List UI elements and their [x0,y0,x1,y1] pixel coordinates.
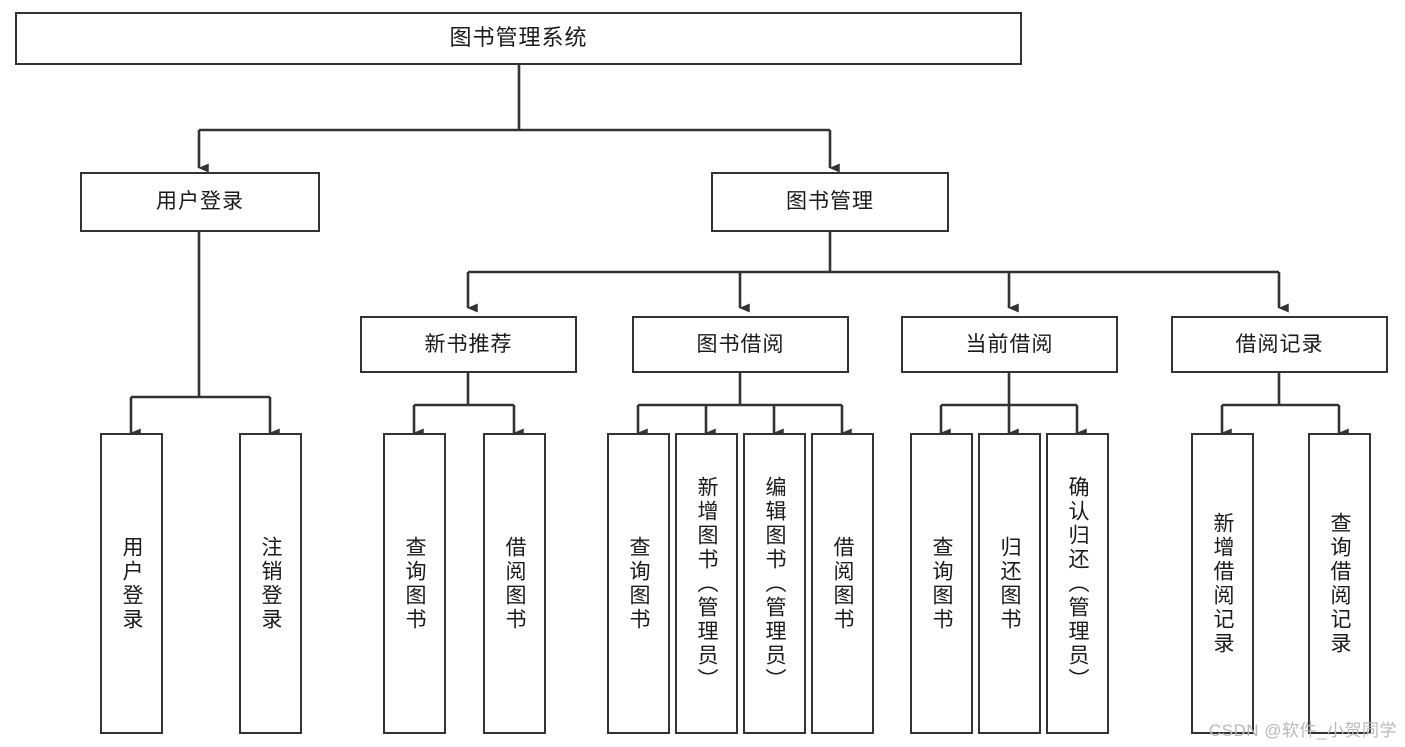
leaf-user-login[interactable]: 用户登录 [100,433,163,734]
leaf-query-book-2-label: 查询图书 [627,535,651,632]
leaf-query-borrow-record[interactable]: 查询借阅记录 [1308,433,1371,734]
leaf-return-book-label: 归还图书 [998,535,1022,632]
node-new-book-recommend-label: 新书推荐 [424,332,513,356]
node-borrow-record-label: 借阅记录 [1235,332,1324,356]
leaf-logout[interactable]: 注销登录 [239,433,302,734]
leaf-query-book-1[interactable]: 查询图书 [383,433,446,734]
leaf-query-borrow-record-label: 查询借阅记录 [1328,511,1352,656]
node-book-borrow[interactable]: 图书借阅 [632,316,849,373]
leaf-query-book-1-label: 查询图书 [403,535,427,632]
node-book-manage-label: 图书管理 [786,190,874,214]
node-current-borrow[interactable]: 当前借阅 [901,316,1118,373]
leaf-query-book-3[interactable]: 查询图书 [910,433,973,734]
node-new-book-recommend[interactable]: 新书推荐 [360,316,577,373]
leaf-add-book-admin-label: 新增图书（管理员） [695,475,719,692]
leaf-user-login-label: 用户登录 [120,535,144,632]
node-book-borrow-label: 图书借阅 [696,332,785,356]
node-root-label: 图书管理系统 [449,25,588,51]
node-book-manage[interactable]: 图书管理 [711,172,949,232]
leaf-edit-book-admin-label: 编辑图书（管理员） [763,475,787,692]
leaf-confirm-return-admin[interactable]: 确认归还（管理员） [1046,433,1109,734]
leaf-return-book[interactable]: 归还图书 [978,433,1041,734]
leaf-add-book-admin[interactable]: 新增图书（管理员） [675,433,738,734]
leaf-borrow-book-2[interactable]: 借阅图书 [811,433,874,734]
leaf-query-book-2[interactable]: 查询图书 [607,433,670,734]
node-user-login-label: 用户登录 [156,190,244,214]
leaf-borrow-book-2-label: 借阅图书 [831,535,855,632]
node-current-borrow-label: 当前借阅 [965,332,1054,356]
leaf-edit-book-admin[interactable]: 编辑图书（管理员） [743,433,806,734]
leaf-add-borrow-record-label: 新增借阅记录 [1211,511,1235,656]
leaf-borrow-book-1-label: 借阅图书 [503,535,527,632]
leaf-borrow-book-1[interactable]: 借阅图书 [483,433,546,734]
watermark: CSDN @软件_小贺同学 [1208,721,1397,740]
leaf-query-book-3-label: 查询图书 [930,535,954,632]
node-root[interactable]: 图书管理系统 [15,12,1022,65]
node-borrow-record[interactable]: 借阅记录 [1171,316,1388,373]
node-user-login[interactable]: 用户登录 [80,172,320,232]
leaf-add-borrow-record[interactable]: 新增借阅记录 [1191,433,1254,734]
leaf-logout-label: 注销登录 [259,535,283,632]
leaf-confirm-return-admin-label: 确认归还（管理员） [1066,475,1090,692]
